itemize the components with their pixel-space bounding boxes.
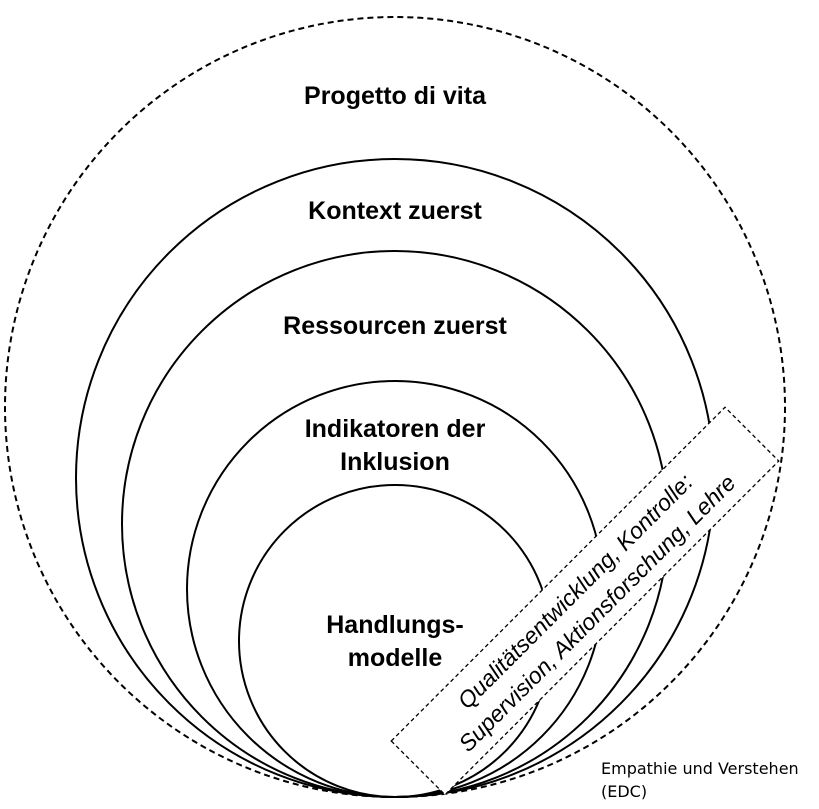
label-indikatoren-line1: Indikatoren der [305,415,486,443]
label-progetto-di-vita: Progetto di vita [304,82,487,110]
banner-line1: Qualitätsentwicklung, Kontrolle: [452,468,697,713]
banner-line2: Supervision, Aktionsforschung, Lehre [453,469,740,756]
caption-line2: (EDC) [601,782,647,801]
circle-indikatoren [186,380,604,798]
label-handlungsmodelle-line2: modelle [348,644,443,672]
circle-kontext-zuerst [75,158,715,798]
caption-line1: Empathie und Verstehen [601,759,799,778]
label-kontext-zuerst: Kontext zuerst [308,197,482,225]
circle-progetto-di-vita [4,16,786,798]
label-ressourcen-zuerst: Ressourcen zuerst [283,312,507,340]
label-handlungsmodelle-line1: Handlungs- [326,611,464,639]
label-indikatoren-line2: Inklusion [340,448,450,476]
banner-box [390,406,780,796]
